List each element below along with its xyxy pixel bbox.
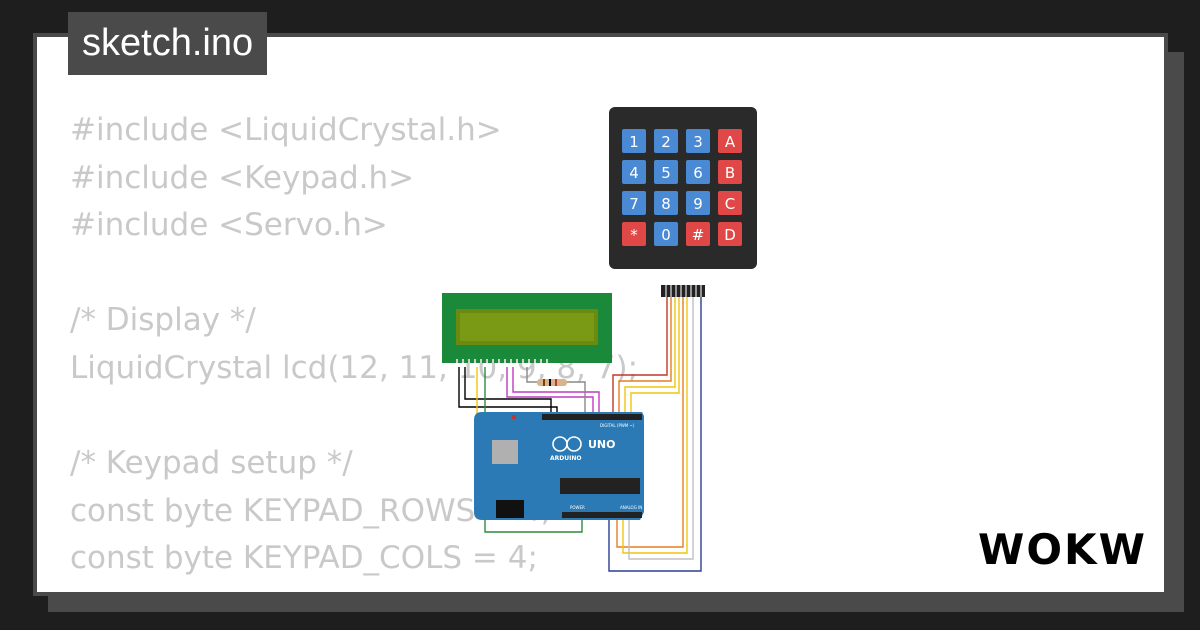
power-jack [496, 500, 524, 518]
keypad-key: A [718, 129, 742, 153]
keypad-key-label: 2 [661, 133, 671, 151]
analog-header [562, 512, 642, 518]
lcd-screen-inner [460, 313, 594, 341]
keypad-key: 3 [686, 129, 710, 153]
keypad-key: C [718, 191, 742, 215]
lcd-display [442, 293, 612, 363]
keypad-key-label: D [724, 226, 736, 244]
keypad-key-label: 8 [661, 195, 671, 213]
keypad-key-label: B [725, 164, 735, 182]
keypad-key-label: 9 [693, 195, 703, 213]
keypad-key: 2 [654, 129, 678, 153]
code-line: /* Display */ [70, 302, 256, 339]
keypad-key: 9 [686, 191, 710, 215]
keypad-key: 7 [622, 191, 646, 215]
keypad-key-label: # [692, 226, 705, 244]
arduino-model: UNO [588, 438, 616, 451]
keypad: 1 2 3 A 4 5 6 B 7 8 9 C * 0 # D [609, 107, 757, 297]
usb-port [492, 440, 518, 464]
atmega-chip [560, 478, 640, 494]
digital-label: DIGITAL (PWM ~) [600, 423, 635, 428]
reset-button [512, 415, 516, 419]
code-line: LiquidCrystal lcd(12, 11, 10, 9, 8, 7); [70, 349, 639, 386]
keypad-key-label: 1 [629, 133, 639, 151]
code-line: /* Keypad setup */ [70, 445, 353, 482]
brand-name: WOKWI [978, 525, 1150, 574]
keypad-key: B [718, 160, 742, 184]
filename-tab[interactable]: sketch.ino [68, 12, 268, 75]
code-line: #include <LiquidCrystal.h> [70, 112, 502, 148]
keypad-key: 6 [686, 160, 710, 184]
keypad-key-label: A [725, 133, 736, 151]
analog-label: ANALOG IN [620, 505, 642, 510]
circuit-diagram: 1 2 3 A 4 5 6 B 7 8 9 C * 0 # D [442, 107, 757, 572]
arduino-uno: UNO ARDUINO DIGITAL (PWM ~) ANALOG IN PO… [474, 412, 644, 520]
keypad-key: 5 [654, 160, 678, 184]
keypad-key: 0 [654, 222, 678, 246]
keypad-key: D [718, 222, 742, 246]
keypad-key-label: 0 [661, 226, 671, 244]
wires [458, 287, 702, 572]
keypad-key: * [622, 222, 646, 246]
code-line: #include <Keypad.h> [70, 159, 415, 196]
arduino-logo-right [566, 436, 582, 452]
preview-card: #include <LiquidCrystal.h> #include <Keyp… [33, 33, 1168, 596]
code-line: byte rowPins[KEYPAD_ROWS] = {5, 4, 3, 2}… [70, 583, 758, 592]
keypad-key-label: C [725, 195, 735, 213]
keypad-key-label: 7 [629, 195, 639, 213]
wokwi-logo: WOKWI [978, 525, 1150, 574]
code-line: #include <Servo.h> [70, 207, 388, 244]
code-line: const byte KEYPAD_COLS = 4; [70, 540, 538, 577]
keypad-key: 1 [622, 129, 646, 153]
keypad-key-label: * [630, 226, 638, 244]
keypad-key-label: 3 [693, 133, 703, 151]
keypad-key: 4 [622, 160, 646, 184]
code-preview: #include <LiquidCrystal.h> #include <Keyp… [70, 107, 758, 592]
keypad-key-label: 4 [629, 164, 639, 182]
keypad-key-label: 5 [661, 164, 671, 182]
digital-header [542, 414, 642, 420]
keypad-connector [661, 285, 705, 297]
arduino-brand: ARDUINO [550, 455, 581, 462]
keypad-key: # [686, 222, 710, 246]
keypad-key: 8 [654, 191, 678, 215]
resistor [537, 379, 567, 386]
power-label: POWER [570, 505, 585, 510]
keypad-key-label: 6 [693, 164, 703, 182]
